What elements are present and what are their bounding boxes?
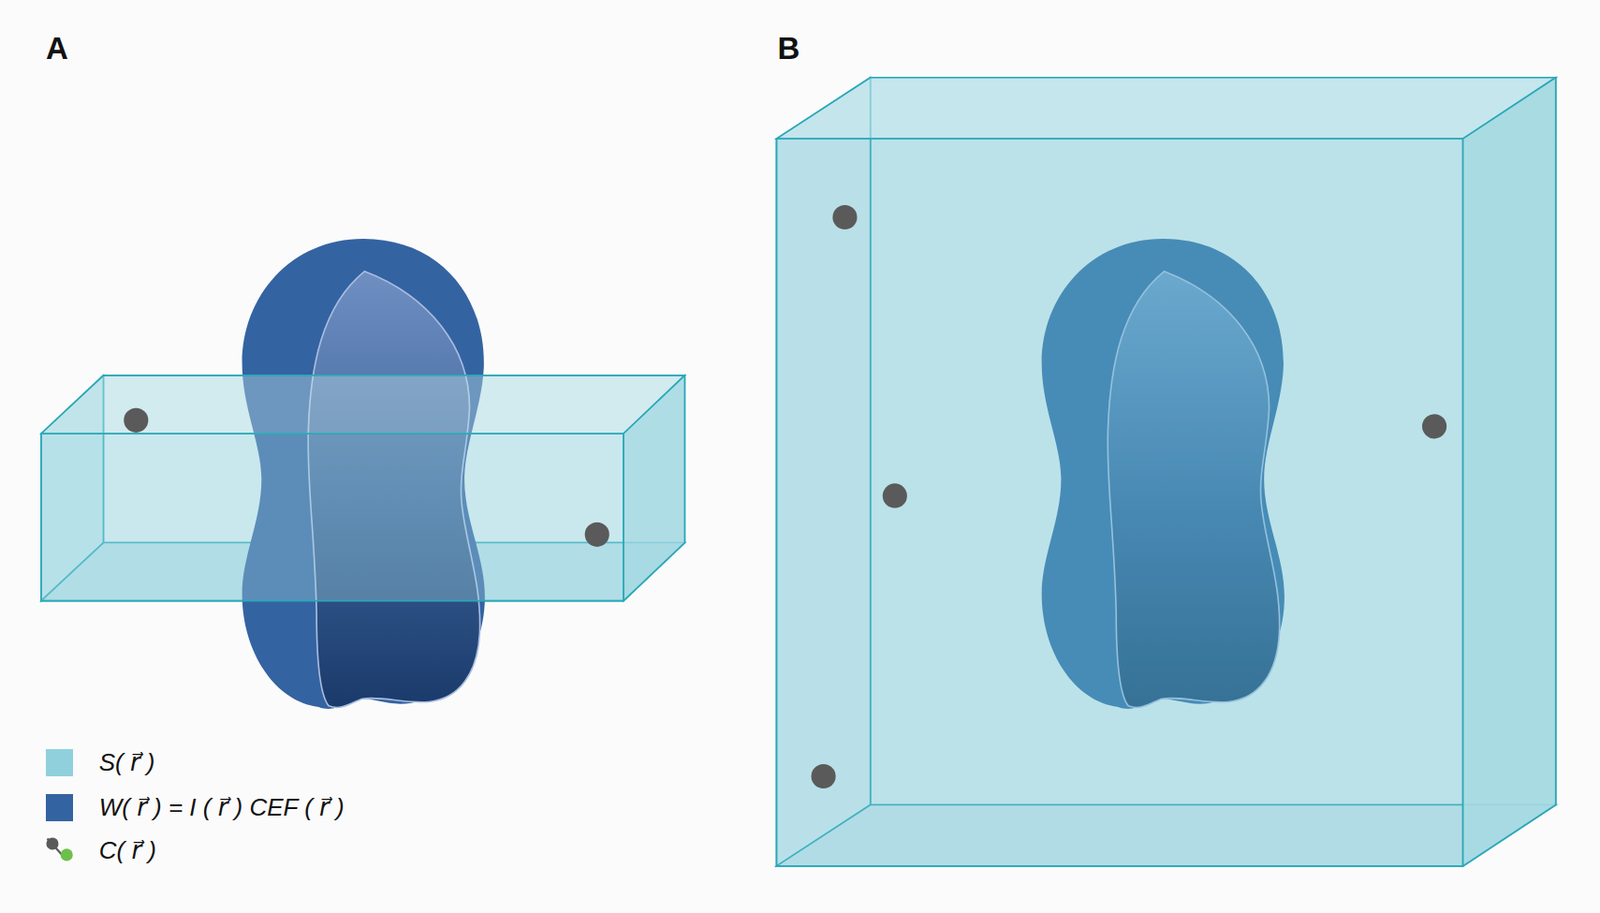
ion-dot <box>810 205 1447 789</box>
legend-swatch <box>45 748 74 777</box>
legend-swatch <box>45 793 74 822</box>
slab-box-front <box>41 375 685 602</box>
legend-label: S( r⃗ ) <box>99 749 156 775</box>
slab-box-back <box>41 375 685 602</box>
big-box-back <box>776 77 1556 867</box>
panel-label: B <box>777 32 801 64</box>
legend-label: C( r⃗ ) <box>99 837 157 863</box>
legend-label: W( r⃗ ) = I ( r⃗ ) CEF ( r⃗ ) <box>99 794 345 820</box>
ion-dot <box>123 408 610 547</box>
big-box-front <box>776 77 1556 867</box>
legend-ion-sample <box>45 836 73 861</box>
panel-label: A <box>45 32 69 64</box>
